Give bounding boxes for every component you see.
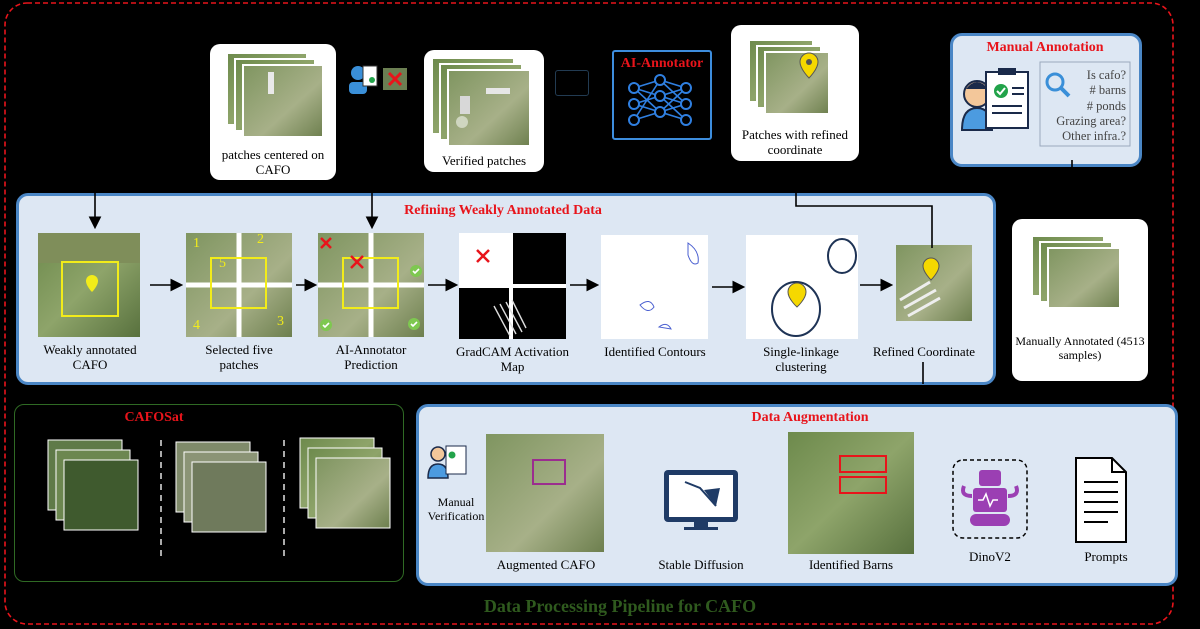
prompts-label: Prompts (1066, 550, 1146, 565)
manual-verification-label: Manual Verification (414, 496, 498, 524)
diagram-title: Data Processing Pipeline for CAFO (300, 596, 940, 617)
annotator-icon (431, 447, 445, 461)
clipboard-icon (446, 446, 466, 474)
identified-barns-label: Identified Barns (786, 558, 916, 573)
document-icon (1076, 458, 1126, 542)
dinov2-label: DinoV2 (950, 550, 1030, 565)
augmented-label: Augmented CAFO (478, 558, 614, 573)
stable-diffusion-label: Stable Diffusion (640, 558, 762, 573)
robot-icon (979, 470, 1001, 486)
augmented-image (486, 434, 604, 552)
